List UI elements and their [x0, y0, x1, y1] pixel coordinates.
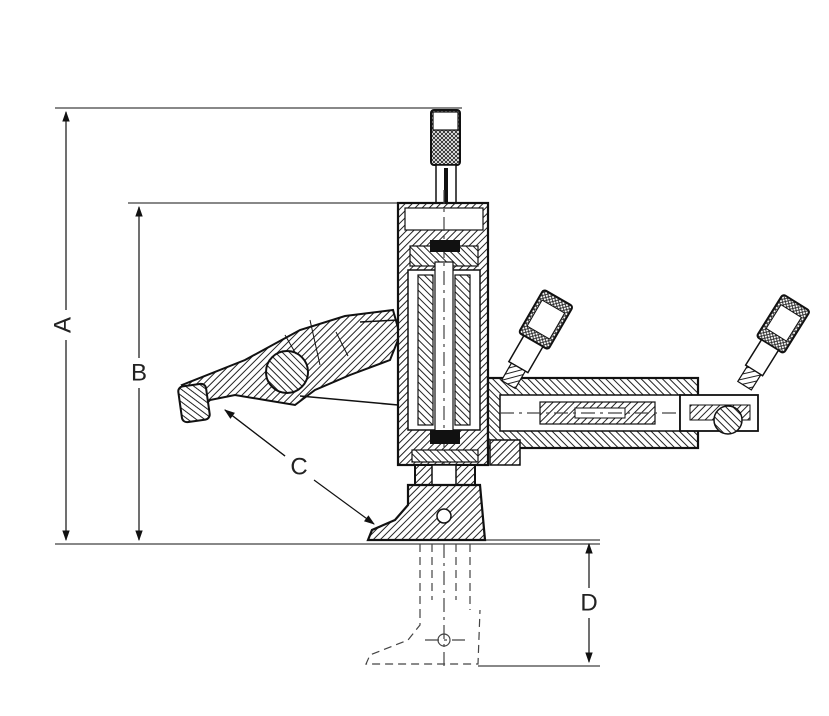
dimension-a: A — [49, 107, 600, 545]
dimension-d: D — [478, 539, 604, 667]
side-pump — [486, 376, 760, 466]
lowered-foot-phantom — [365, 544, 481, 670]
dimension-b: B — [126, 202, 405, 542]
dimension-c: C — [224, 409, 375, 525]
lever-arm — [177, 308, 402, 424]
pressure-gauge-right — [736, 294, 810, 391]
pressure-gauge-left — [500, 289, 573, 390]
main-body — [366, 109, 490, 542]
dimension-a-label: A — [49, 317, 76, 333]
dimension-b-label: B — [131, 359, 147, 386]
dimension-d-label: D — [580, 589, 597, 616]
dimension-c-label: C — [290, 453, 307, 480]
